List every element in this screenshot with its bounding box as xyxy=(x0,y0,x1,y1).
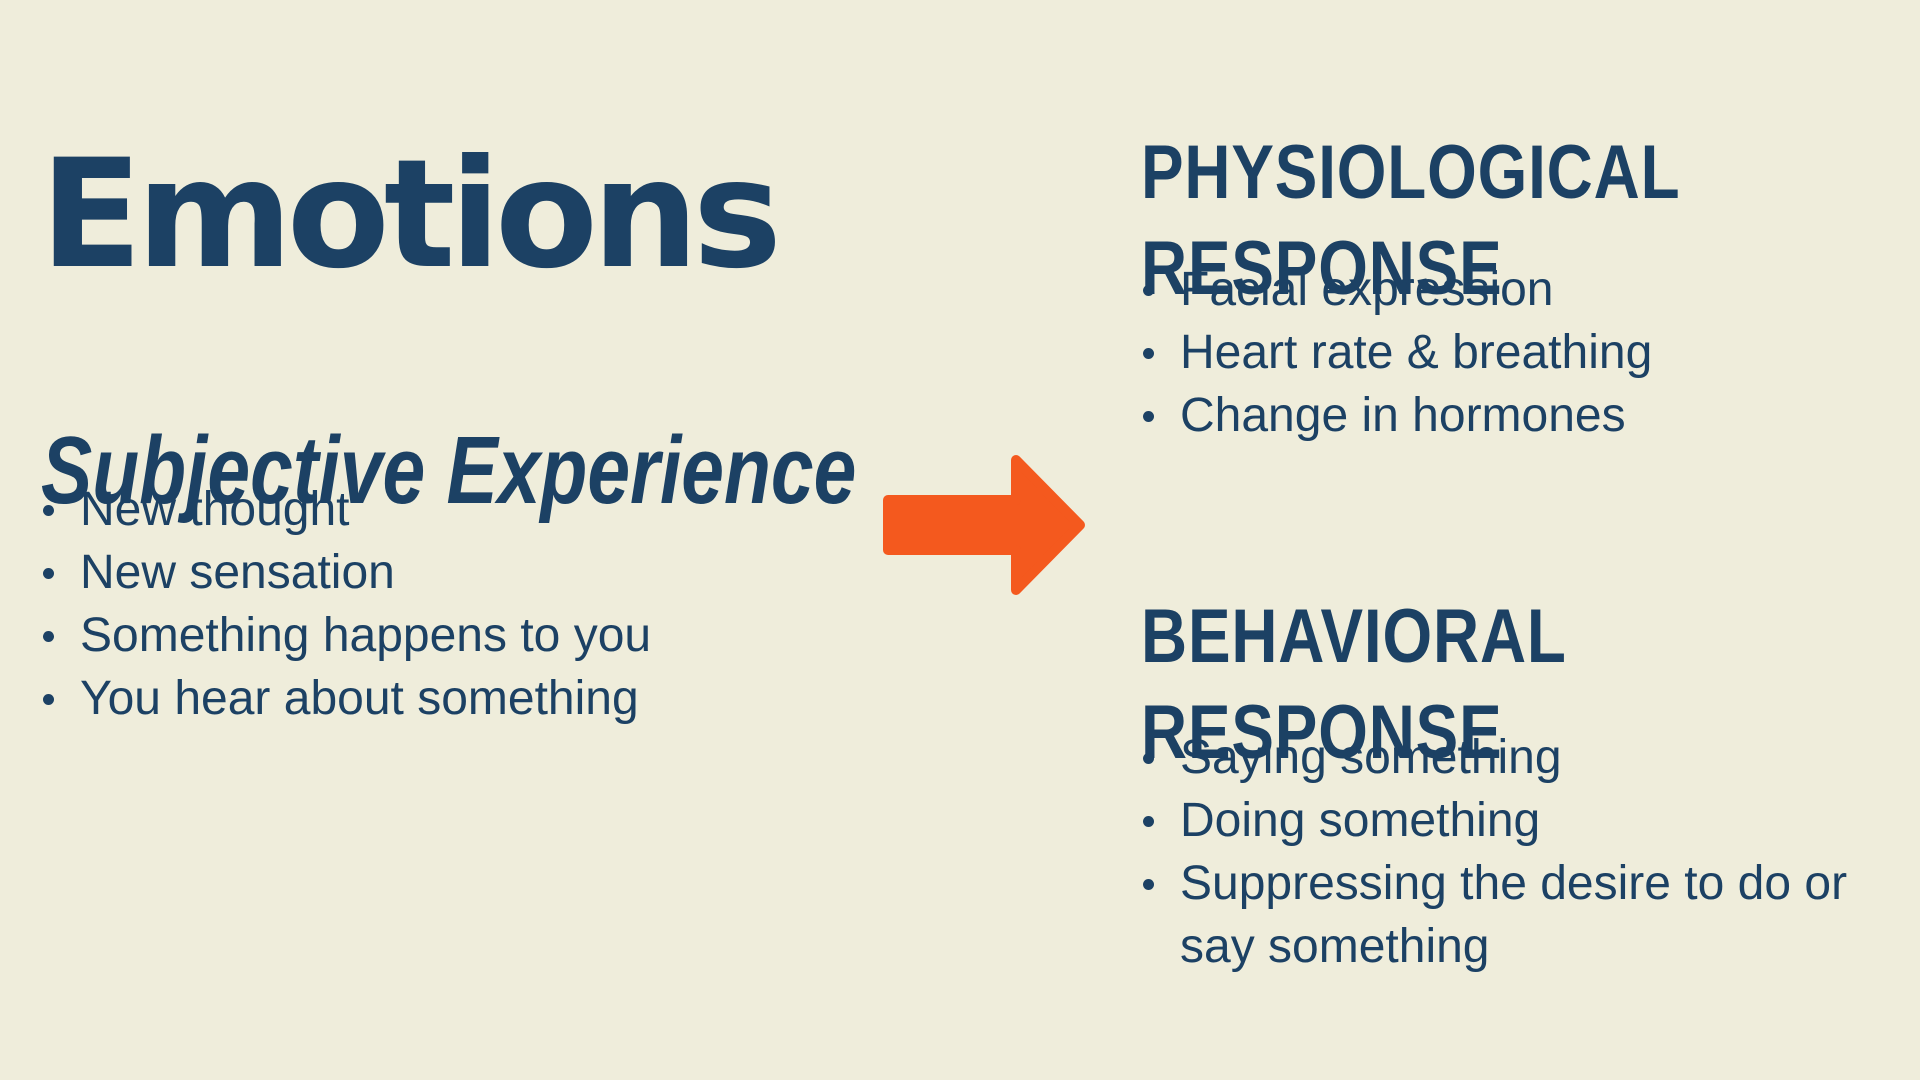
list-item: Facial expression xyxy=(1141,258,1901,321)
bullet-icon xyxy=(43,694,54,705)
physiological-response-list: Facial expression Heart rate & breathing… xyxy=(1141,258,1901,447)
list-item: You hear about something xyxy=(41,667,741,730)
bullet-icon xyxy=(1143,285,1154,296)
list-item: Heart rate & breathing xyxy=(1141,321,1901,384)
list-item: Saying something xyxy=(1141,726,1901,789)
list-item: Something happens to you xyxy=(41,604,741,667)
bullet-icon xyxy=(43,568,54,579)
behavioral-response-heading: BEHAVIORAL RESPONSE xyxy=(1141,594,1566,776)
right-arrow-icon xyxy=(880,454,1090,596)
list-item-text: Heart rate & breathing xyxy=(1180,326,1653,379)
list-item-text: You hear about something xyxy=(80,672,639,725)
subjective-experience-list: New thought New sensation Something happ… xyxy=(41,478,741,730)
bullet-icon xyxy=(1143,816,1154,827)
list-item-text: Suppressing the desire to do or say some… xyxy=(1180,857,1848,973)
list-item: New sensation xyxy=(41,541,741,604)
bullet-icon xyxy=(1143,348,1154,359)
list-item-text: Facial expression xyxy=(1180,263,1554,316)
bullet-icon xyxy=(1143,411,1154,422)
list-item: Doing something xyxy=(1141,789,1901,852)
bullet-icon xyxy=(43,505,54,516)
bullet-icon xyxy=(1143,753,1154,764)
list-item-text: New thought xyxy=(80,483,350,536)
list-item-text: New sensation xyxy=(80,546,395,599)
physiological-response-heading: PHYSIOLOGICAL RESPONSE xyxy=(1141,130,1680,312)
list-item: Change in hormones xyxy=(1141,384,1901,447)
list-item-text: Change in hormones xyxy=(1180,389,1626,442)
behavioral-response-list: Saying something Doing something Suppres… xyxy=(1141,726,1901,978)
bullet-icon xyxy=(43,631,54,642)
list-item: Suppressing the desire to do or say some… xyxy=(1141,852,1901,978)
list-item-text: Something happens to you xyxy=(80,609,652,662)
list-item-text: Doing something xyxy=(1180,794,1541,847)
list-item: New thought xyxy=(41,478,741,541)
list-item-text: Saying something xyxy=(1180,731,1562,784)
slide-title: Emotions xyxy=(40,127,782,302)
subjective-experience-heading: Subjective Experience xyxy=(41,416,857,524)
bullet-icon xyxy=(1143,879,1154,890)
